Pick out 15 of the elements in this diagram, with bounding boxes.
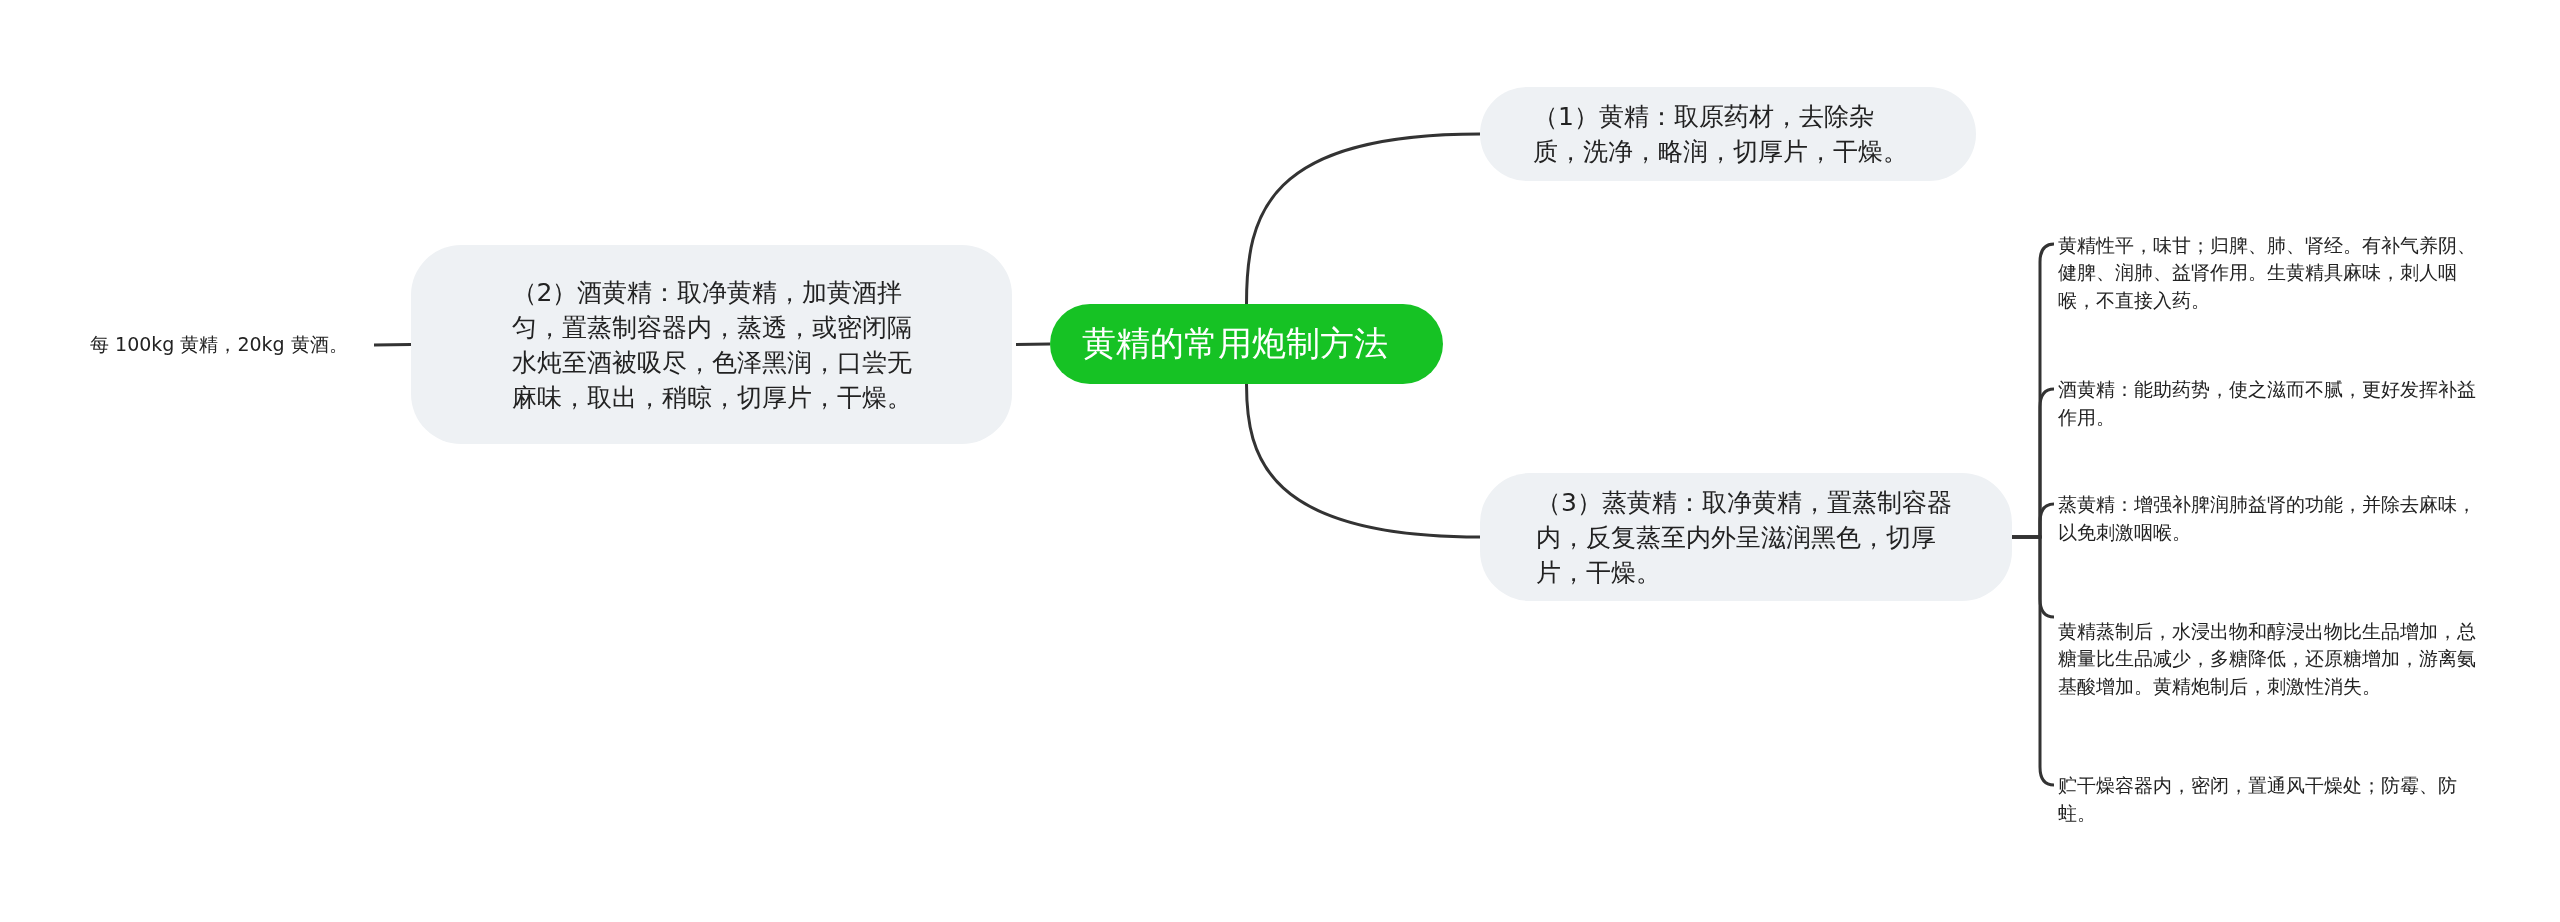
connector-line xyxy=(1245,132,1481,305)
topic-bubble: （2）酒黄精：取净黄精，加黄酒拌匀，置蒸制容器内，蒸透，或密闭隔水炖至酒被吸尽，色泽黑润，口尝无麻味，取出，稍晾，切厚片，干燥。 xyxy=(411,245,1012,444)
topic-bubble: （3）蒸黄精：取净黄精，置蒸制容器内，反复蒸至内外呈滋润黑色，切厚片，干燥。 xyxy=(1480,473,2012,601)
connector-line xyxy=(2012,535,2055,787)
topic-bubble: （1）黄精：取原药材，去除杂质，洗净，略润，切厚片，干燥。 xyxy=(1480,87,1976,181)
note-text: 酒黄精：能助药势，使之滋而不腻，更好发挥补益作用。 xyxy=(2058,377,2477,430)
note-text: 蒸黄精：增强补脾润肺益肾的功能，并除去麻味，以免刺激咽喉。 xyxy=(2058,492,2477,545)
note-text: 贮干燥容器内，密闭，置通风干燥处；防霉、防蛀。 xyxy=(2058,773,2458,826)
connector-line xyxy=(1015,342,1051,346)
connector-line xyxy=(1245,383,1481,539)
note-text: 黄精蒸制后，水浸出物和醇浸出物比生品增加，总糖量比生品减少，多糖降低，还原糖增加，游离氨基酸增加。黄精炮制后，刺激性消失。 xyxy=(2058,618,2477,699)
connector-line xyxy=(373,343,412,347)
note-text: 每 100kg 黄精，20kg 黄酒。 xyxy=(90,332,349,358)
central-topic: 黄精的常用炮制方法 xyxy=(1050,304,1443,384)
note-text: 黄精性平，味甘；归脾、肺、肾经。有补气养阴、健脾、润肺、益肾作用。生黄精具麻味，刺人咽喉，不直接入药。 xyxy=(2058,232,2477,313)
